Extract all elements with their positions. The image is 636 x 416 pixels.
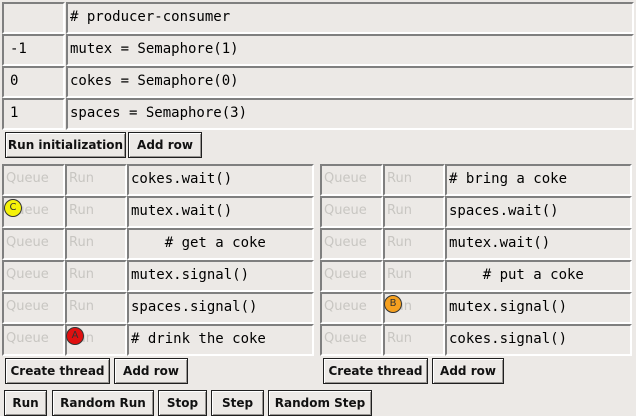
thread2-code-row-3[interactable]: # put a coke xyxy=(445,260,632,292)
init-value-0 xyxy=(2,2,65,34)
thread2-code-row-2[interactable]: mutex.wait() xyxy=(445,228,632,260)
thread1-run-cell: Run xyxy=(65,260,127,292)
random-run-button[interactable]: Random Run xyxy=(52,390,154,416)
thread1-code-row-4[interactable]: spaces.signal() xyxy=(127,292,314,324)
thread2-queue-cell: Queue xyxy=(320,228,383,260)
thread1-code-row-0[interactable]: cokes.wait() xyxy=(127,164,314,196)
thread1-run-cell: Run xyxy=(65,164,127,196)
thread2-queue-cell: Queue xyxy=(320,260,383,292)
thread1-code-row-5[interactable]: # drink the coke xyxy=(127,324,314,356)
thread2-queue-cell: Queue xyxy=(320,196,383,228)
thread2-queue-cell: Queue xyxy=(320,164,383,196)
run-button[interactable]: Run xyxy=(4,390,47,416)
thread2-code-row-4[interactable]: mutex.signal() xyxy=(445,292,632,324)
thread2-create-thread-button[interactable]: Create thread xyxy=(323,358,428,384)
random-step-button[interactable]: Random Step xyxy=(268,390,372,416)
thread1-code-row-3[interactable]: mutex.signal() xyxy=(127,260,314,292)
init-value-2: 0 xyxy=(2,66,65,98)
thread1-queue-cell: Queue xyxy=(2,228,65,260)
thread1-add-row-button[interactable]: Add row xyxy=(114,358,188,384)
thread1-run-cell: Run xyxy=(65,292,127,324)
thread1-code-row-2[interactable]: # get a coke xyxy=(127,228,314,260)
init-code-row-2[interactable]: cokes = Semaphore(0) xyxy=(66,66,634,98)
thread-marker-b[interactable]: B xyxy=(384,295,402,313)
thread2-run-cell: Run xyxy=(383,260,445,292)
stop-button[interactable]: Stop xyxy=(158,390,207,416)
thread2-queue-cell: Queue xyxy=(320,292,383,324)
thread1-create-thread-button[interactable]: Create thread xyxy=(5,358,110,384)
init-code-row-1[interactable]: mutex = Semaphore(1) xyxy=(66,34,634,66)
thread1-queue-cell: Queue xyxy=(2,324,65,356)
thread1-queue-cell: Queue xyxy=(2,164,65,196)
thread1-queue-cell: Queue xyxy=(2,292,65,324)
init-value-3: 1 xyxy=(2,98,65,130)
thread2-code-row-5[interactable]: cokes.signal() xyxy=(445,324,632,356)
init-add-row-button[interactable]: Add row xyxy=(128,132,202,158)
thread-marker-c[interactable]: C xyxy=(4,199,22,217)
thread1-code-row-1[interactable]: mutex.wait() xyxy=(127,196,314,228)
thread2-run-cell: Run xyxy=(383,228,445,260)
thread2-run-cell: Run xyxy=(383,324,445,356)
init-code-row-0[interactable]: # producer-consumer xyxy=(66,2,634,34)
init-code-row-3[interactable]: spaces = Semaphore(3) xyxy=(66,98,634,130)
step-button[interactable]: Step xyxy=(211,390,264,416)
thread1-queue-cell: Queue xyxy=(2,260,65,292)
thread1-run-cell: Run xyxy=(65,196,127,228)
thread1-run-cell: Run xyxy=(65,228,127,260)
thread2-code-row-0[interactable]: # bring a coke xyxy=(445,164,632,196)
init-value-1: -1 xyxy=(2,34,65,66)
thread2-run-cell: Run xyxy=(383,164,445,196)
thread2-add-row-button[interactable]: Add row xyxy=(432,358,504,384)
thread2-run-cell: Run xyxy=(383,196,445,228)
thread2-code-row-1[interactable]: spaces.wait() xyxy=(445,196,632,228)
run-initialization-button[interactable]: Run initialization xyxy=(5,132,126,158)
thread-marker-a[interactable]: A xyxy=(66,327,84,345)
thread2-queue-cell: Queue xyxy=(320,324,383,356)
